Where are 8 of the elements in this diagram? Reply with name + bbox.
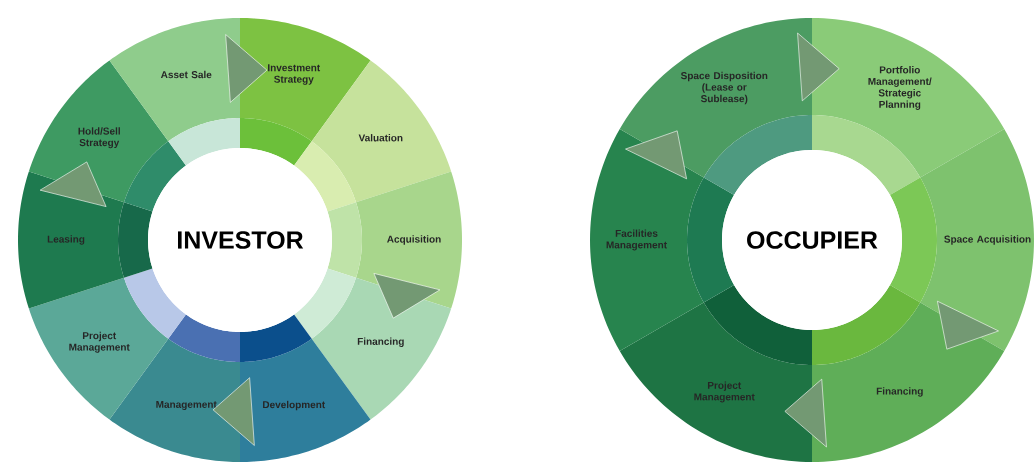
wheel-segment: Acquisition <box>327 171 462 309</box>
wheel-segment: Space Acquisition <box>889 129 1034 351</box>
wheel-segment: Project Management <box>619 285 812 462</box>
wheel-segment: Space Disposition (Lease or Sublease) <box>619 18 812 195</box>
wheel-segment: Leasing <box>18 171 153 309</box>
wheel-segment: Facilities Management <box>590 129 735 351</box>
wheel-segment: Portfolio Management/ Strategic Planning <box>812 18 1005 195</box>
wheel-segment: Financing <box>812 285 1005 462</box>
